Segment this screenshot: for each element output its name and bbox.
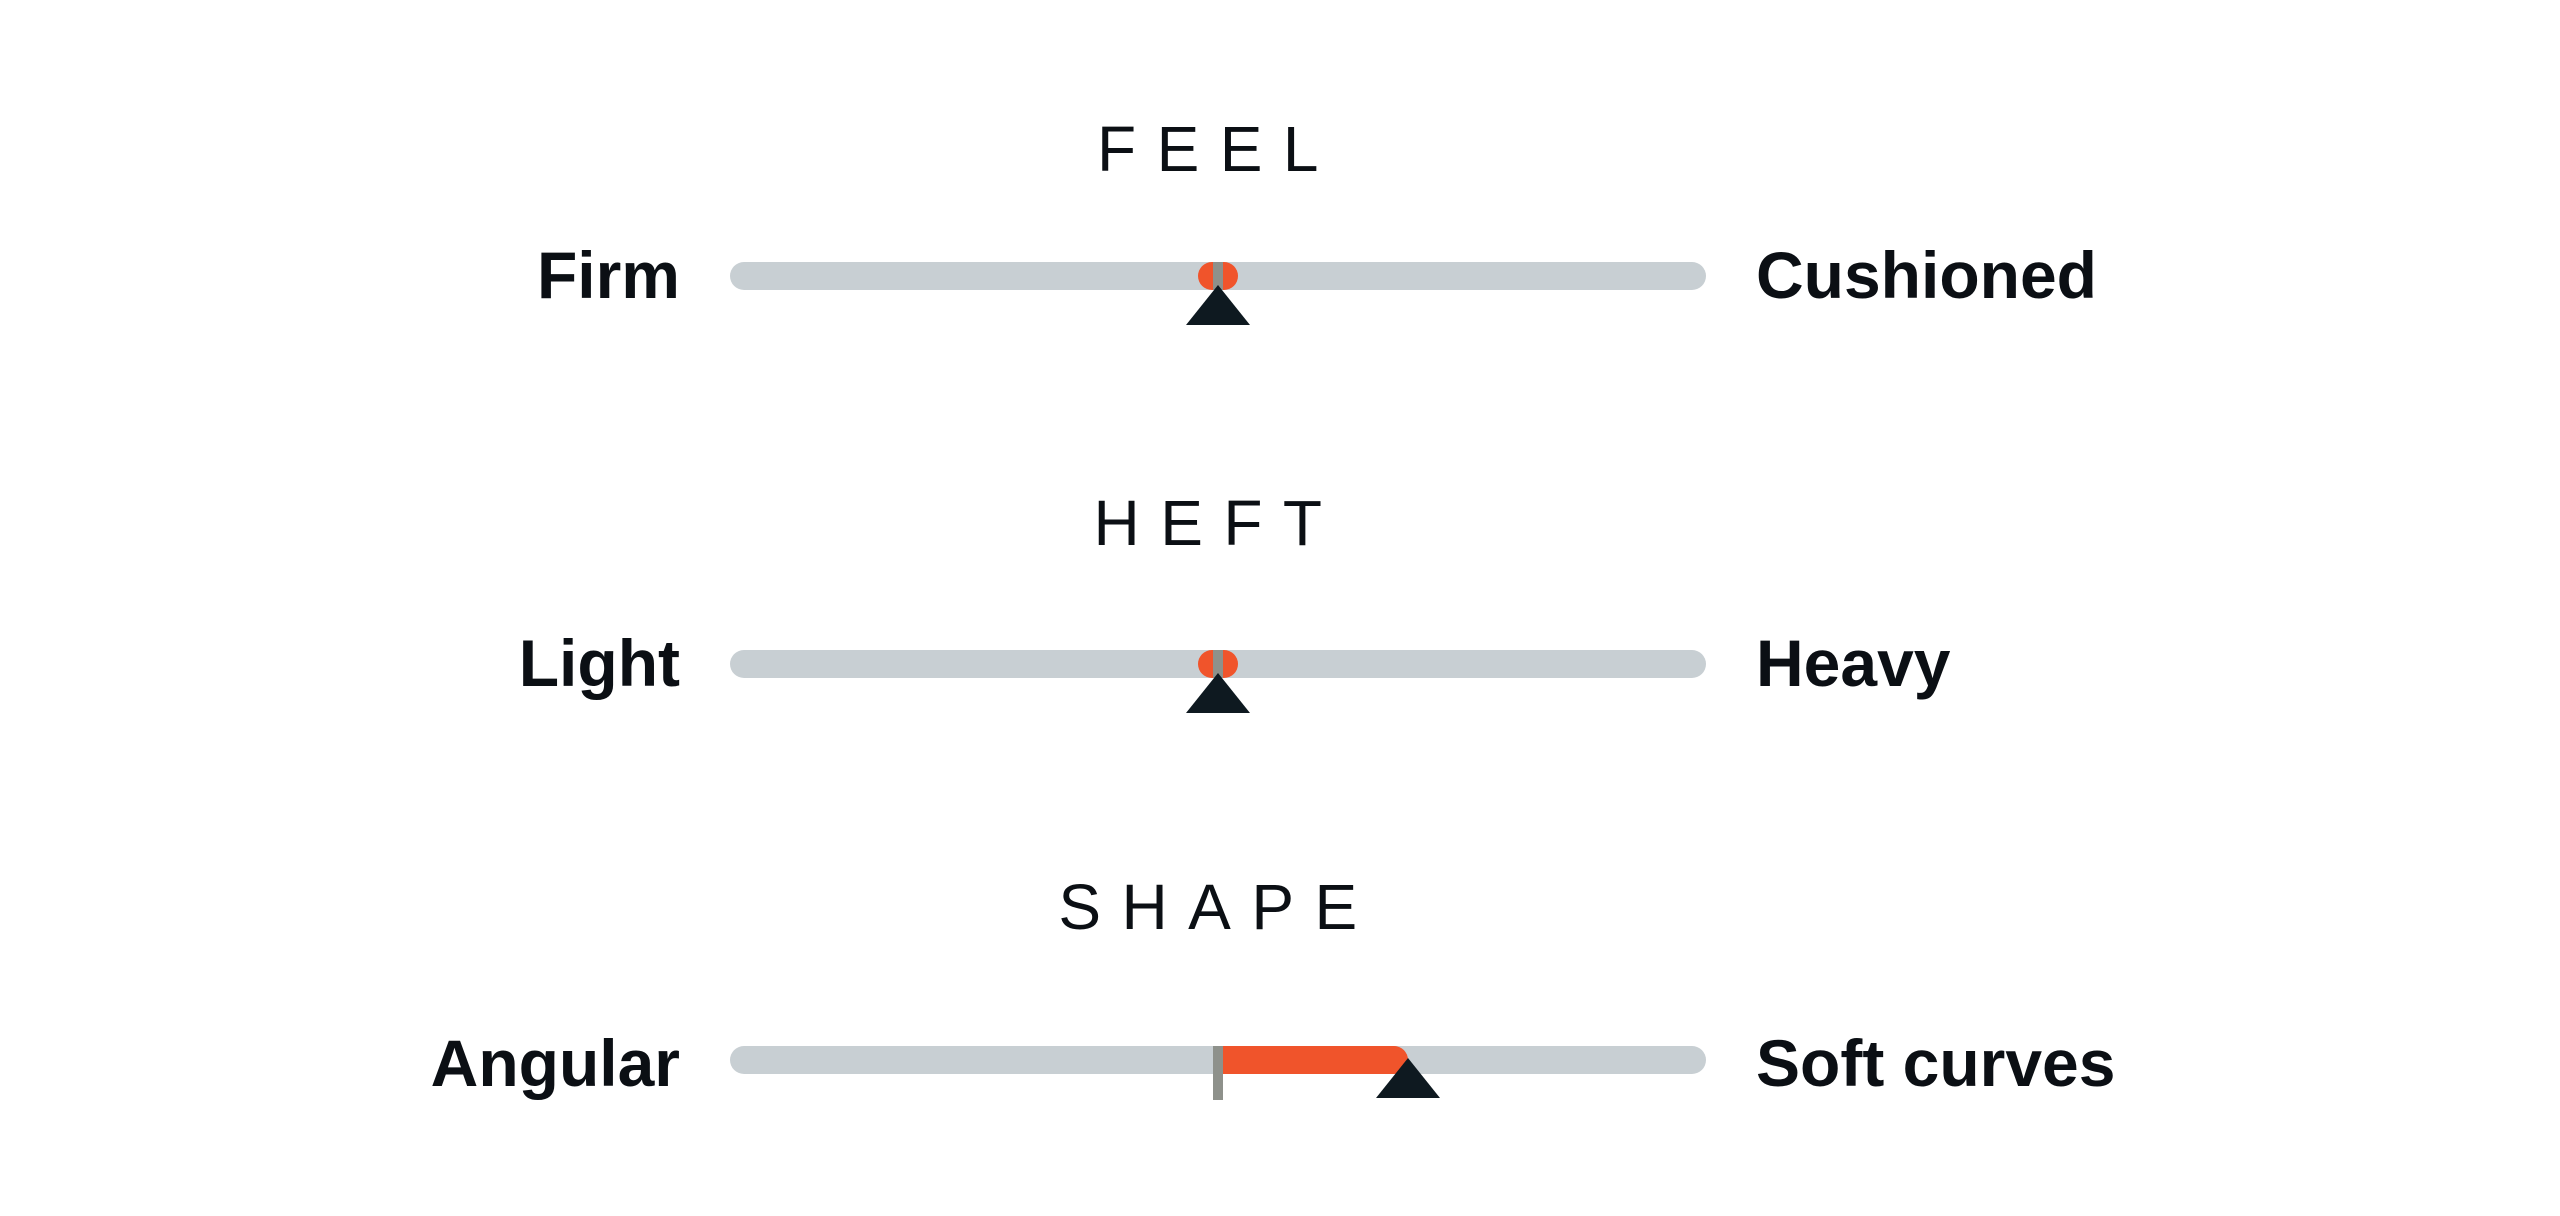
scale-pointer-icon[interactable] bbox=[1186, 673, 1250, 713]
scale-pointer-icon[interactable] bbox=[1186, 285, 1250, 325]
scale-center-tick bbox=[1213, 1046, 1223, 1100]
scale-title: FEEL bbox=[1097, 113, 1339, 185]
scale-left-label: Angular bbox=[430, 1026, 680, 1100]
scale-right-label: Cushioned bbox=[1756, 238, 2097, 312]
scale-right-label: Heavy bbox=[1756, 626, 1951, 700]
scale-title: HEFT bbox=[1093, 487, 1343, 559]
scale-right-label: Soft curves bbox=[1756, 1026, 2116, 1100]
scale-center-tick bbox=[1213, 262, 1223, 290]
scale-title: SHAPE bbox=[1058, 871, 1378, 943]
scale-left-label: Firm bbox=[536, 238, 680, 312]
scale-center-tick bbox=[1213, 650, 1223, 678]
scale-pointer-icon[interactable] bbox=[1376, 1058, 1441, 1098]
scale-left-label: Light bbox=[518, 626, 680, 700]
